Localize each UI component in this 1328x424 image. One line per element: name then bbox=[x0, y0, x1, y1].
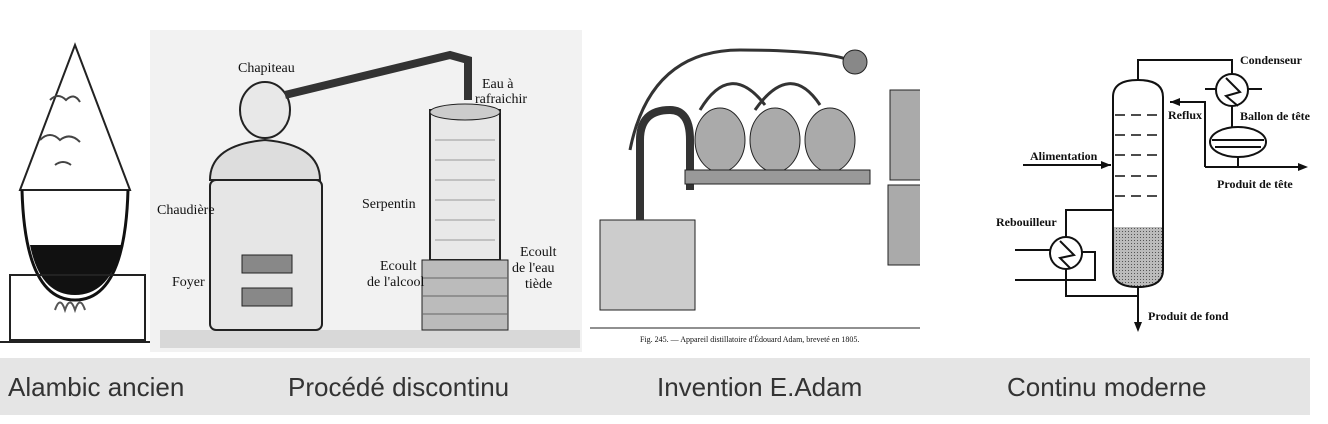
label-produit-de-fond: Produit de fond bbox=[1148, 309, 1229, 323]
label-ecoult-alcool-2: de l'alcool bbox=[367, 275, 424, 290]
caption-continu-moderne: Continu moderne bbox=[1007, 372, 1207, 402]
caption-alambic-ancien: Alambic ancien bbox=[8, 372, 185, 402]
ancient-alembic-illustration bbox=[0, 42, 150, 343]
caption-procede-discontinu: Procédé discontinu bbox=[288, 372, 510, 402]
label-condenseur: Condenseur bbox=[1240, 53, 1303, 67]
label-ballon-de-tete: Ballon de tête bbox=[1240, 109, 1311, 123]
label-chaudiere: Chaudière bbox=[157, 203, 215, 218]
label-eau-2: rafraichir bbox=[475, 92, 527, 107]
adam-apparatus-illustration: Fig. 245. — Appareil distillatoire d'Édo… bbox=[590, 48, 920, 344]
label-serpentin: Serpentin bbox=[362, 197, 416, 212]
batch-still-illustration: Chapiteau Eau à rafraichir Chaudière Ser… bbox=[150, 30, 582, 352]
label-ecoult-eau-3: tiède bbox=[525, 277, 552, 292]
caption-bar: Alambic ancien Procédé discontinu Invent… bbox=[0, 358, 1310, 415]
label-ecoult-eau-1: Ecoult bbox=[520, 245, 557, 260]
caption-invention-adam: Invention E.Adam bbox=[657, 372, 863, 402]
label-rebouilleur: Rebouilleur bbox=[996, 215, 1057, 229]
label-eau-1: Eau à bbox=[482, 77, 514, 92]
figure-caption: Fig. 245. — Appareil distillatoire d'Édo… bbox=[640, 334, 859, 344]
label-alimentation: Alimentation bbox=[1030, 149, 1098, 163]
label-chapiteau: Chapiteau bbox=[238, 61, 295, 76]
continuous-column-diagram: Condenseur Ballon de tête Reflux Aliment… bbox=[996, 53, 1311, 332]
label-ecoult-alcool-1: Ecoult bbox=[380, 259, 417, 274]
label-foyer: Foyer bbox=[172, 275, 205, 290]
label-produit-de-tete: Produit de tête bbox=[1217, 177, 1293, 191]
label-ecoult-eau-2: de l'eau bbox=[512, 261, 555, 276]
label-reflux: Reflux bbox=[1168, 108, 1202, 122]
